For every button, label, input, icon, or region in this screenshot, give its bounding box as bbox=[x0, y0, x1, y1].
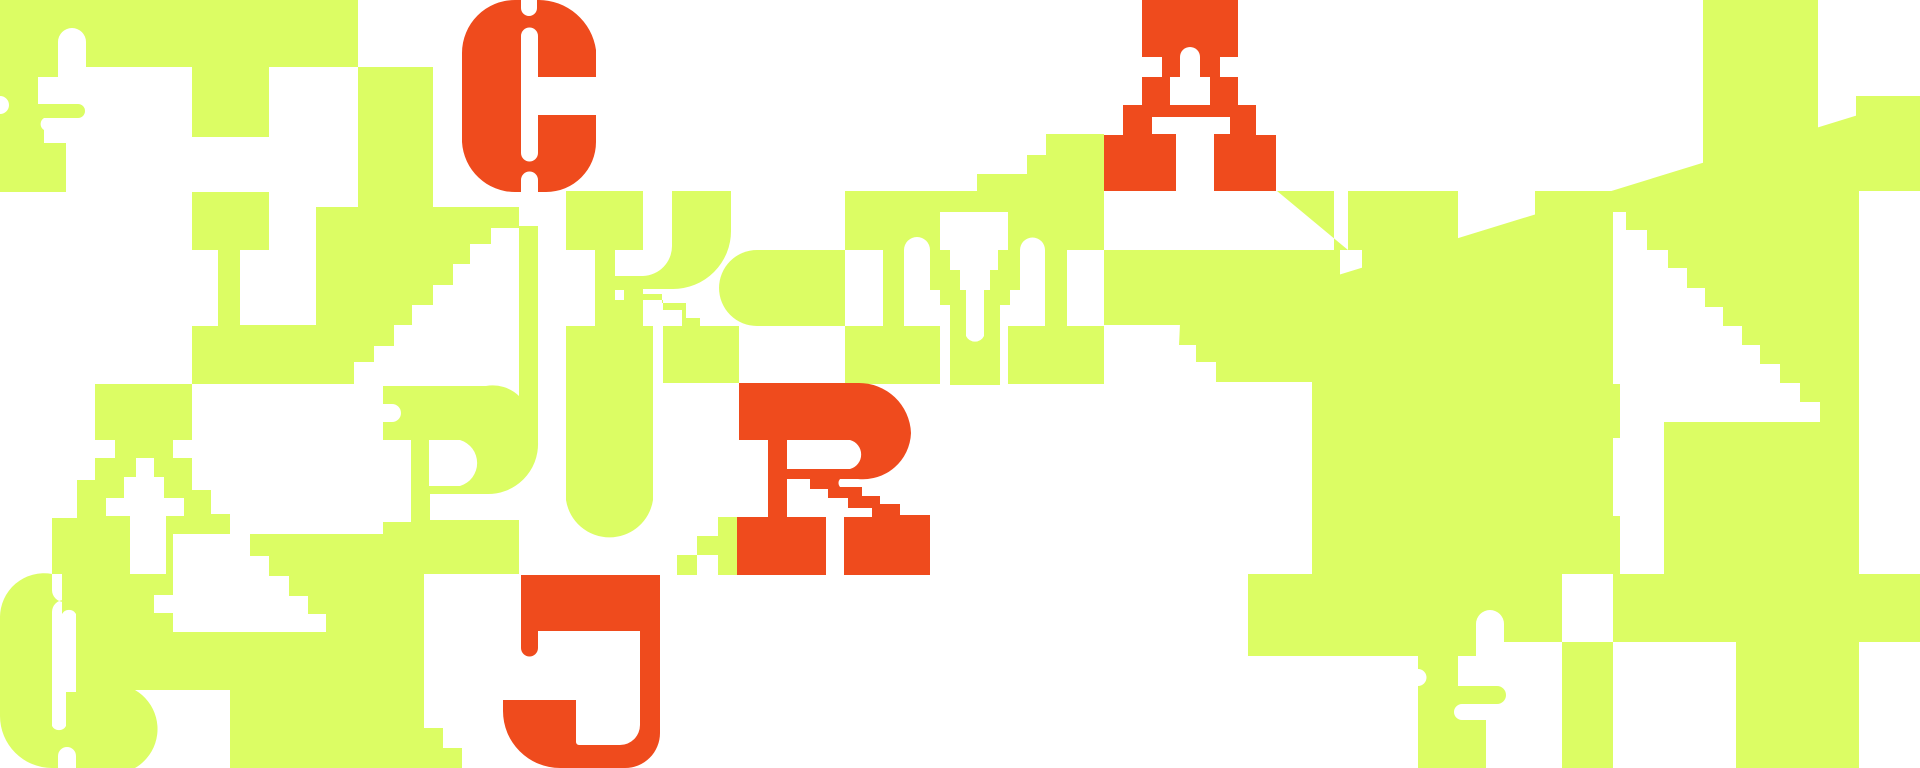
lime-tile-left-column bbox=[192, 67, 519, 384]
letter-c-glyph bbox=[462, 0, 596, 193]
letter-a-glyph bbox=[1104, 0, 1276, 191]
lime-tile-mid-band bbox=[1104, 250, 1340, 325]
lime-tile-top-left bbox=[0, 0, 358, 192]
lime-tile-center-diagonal bbox=[1179, 324, 1613, 574]
lime-tile-bottom-left bbox=[0, 573, 158, 768]
lime-tile-pill bbox=[719, 250, 845, 326]
letter-j-glyph bbox=[503, 575, 660, 768]
lime-tile-u-shape bbox=[566, 191, 739, 538]
lime-tile-stairs bbox=[677, 517, 739, 575]
lime-tile-stepped-p bbox=[52, 226, 539, 768]
lime-tile-far-right bbox=[1535, 0, 1920, 768]
lime-tile-center-arches bbox=[845, 134, 1104, 385]
orange-letters-layer bbox=[462, 0, 1276, 768]
letter-r-glyph bbox=[737, 382, 930, 575]
